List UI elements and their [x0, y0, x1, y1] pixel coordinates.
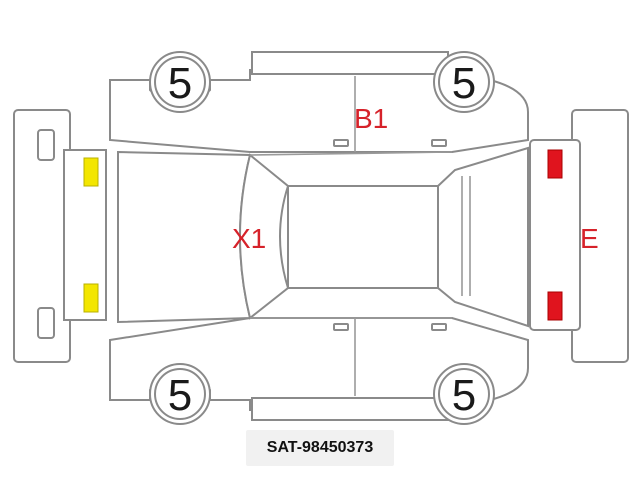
- red-marker-top: [547, 149, 563, 179]
- front-panel-damage-label: X1: [232, 223, 266, 254]
- stock-code: SAT-98450373: [246, 430, 394, 466]
- red-marker-bottom: [547, 291, 563, 321]
- rear-right-tire-label: 5: [452, 371, 476, 420]
- front-left-tire: 5: [149, 51, 211, 113]
- roof-damage-label: B1: [354, 103, 388, 134]
- bottom-body-side: [109, 317, 529, 421]
- yellow-marker-top: [83, 157, 99, 187]
- rear-bumper: [529, 109, 629, 363]
- rear-left-tire-label: 5: [168, 371, 192, 420]
- front-left-tire-label: 5: [168, 59, 192, 108]
- front-right-tire-label: 5: [452, 59, 476, 108]
- front-right-tire: 5: [433, 51, 495, 113]
- yellow-marker-bottom: [83, 283, 99, 313]
- rear-left-tire: 5: [149, 363, 211, 425]
- rear-panel-damage-label: E: [580, 223, 599, 254]
- car-top-view: [117, 146, 529, 328]
- top-body-side: [109, 51, 529, 153]
- front-bumper: [13, 109, 107, 363]
- rear-right-tire: 5: [433, 363, 495, 425]
